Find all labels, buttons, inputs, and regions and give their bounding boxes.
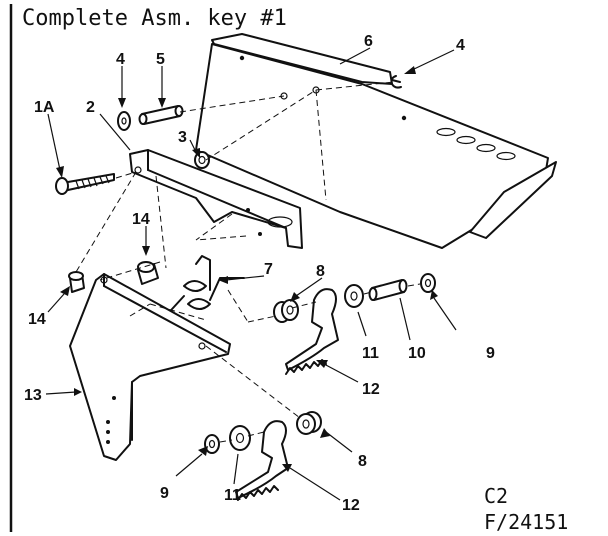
callout-3: 3 [178, 129, 187, 146]
part-8-roller-top [273, 299, 299, 323]
callout-9-bottom: 9 [160, 485, 169, 502]
callout-11-bottom: 11 [224, 487, 241, 504]
callout-8-top: 8 [316, 263, 325, 280]
part-5-pin [138, 105, 184, 125]
callout-9-top: 9 [486, 345, 495, 362]
part-4-clip-right [390, 75, 402, 89]
part-11-washer-top [344, 284, 364, 308]
callout-1a: 1A [34, 99, 55, 116]
part-8-roller-bottom [296, 411, 322, 435]
callout-4-right: 4 [456, 37, 465, 54]
callout-8-bottom: 8 [358, 453, 367, 470]
part-12-toothed-segment-top [285, 288, 339, 375]
callout-12-bottom: 12 [342, 497, 360, 514]
part-6-mounting-bracket [195, 33, 557, 249]
part-11-washer-bottom [229, 425, 251, 451]
part-9-nut-bottom [204, 434, 220, 454]
callout-14-left: 14 [28, 311, 46, 328]
callout-10: 10 [408, 345, 426, 362]
part-14-spacer-left [68, 271, 85, 293]
part-1a-screw [55, 171, 137, 195]
callout-leaders [45, 47, 457, 501]
callout-labels: 1A 2 3 4 4 5 6 7 8 8 9 9 10 11 11 12 12 … [24, 33, 495, 514]
callout-6: 6 [364, 33, 373, 50]
diagram-title: Complete Asm. key #1 [22, 6, 287, 31]
part-9-nut-top [420, 273, 436, 293]
part-12-toothed-segment-bottom [235, 420, 289, 501]
part-10-pin [368, 279, 408, 301]
figure-number: F/24151 [484, 510, 569, 534]
part-2-bracket [129, 149, 303, 249]
part-13-mounting-plate [69, 273, 231, 461]
callout-14-center: 14 [132, 211, 150, 228]
section-code: C2 [484, 484, 509, 508]
assembly-centerlines [75, 81, 421, 443]
callout-13: 13 [24, 387, 42, 404]
callout-2: 2 [86, 99, 95, 116]
callout-4-left: 4 [116, 51, 125, 68]
callout-12-top: 12 [362, 381, 380, 398]
callout-7: 7 [264, 261, 273, 278]
callout-5: 5 [156, 51, 165, 68]
part-7-spring [161, 255, 245, 321]
part-4-clip-left [117, 111, 131, 131]
callout-11-top: 11 [362, 345, 379, 362]
